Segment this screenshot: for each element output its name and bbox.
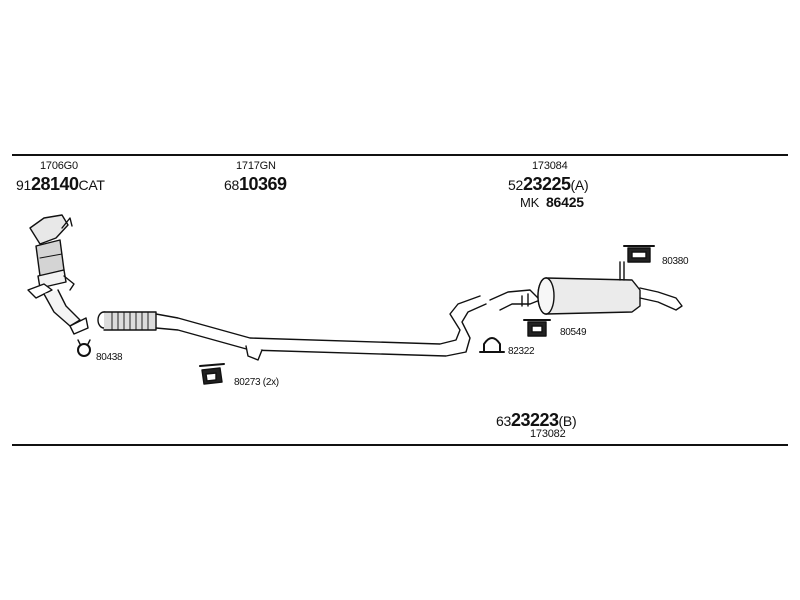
group-4-part-suffix: (B) <box>558 413 577 429</box>
group-4-part-number: 6323223(B) <box>496 410 577 430</box>
group-2-part-main: 10369 <box>238 174 287 194</box>
group-4-part-prefix: 63 <box>496 413 511 429</box>
group-3-part-suffix: (A) <box>570 177 589 193</box>
accessory-label-80549: 80549 <box>560 327 587 338</box>
rubber-hanger-80273-icon <box>199 363 225 385</box>
clamp-80438-icon <box>77 339 91 357</box>
front-pipe-drawing <box>97 295 487 361</box>
mounting-kit-number: 86425 <box>545 194 584 210</box>
group-3-part-number: 5223225(A) <box>508 174 589 194</box>
u-clamp-82322-icon <box>479 337 505 353</box>
catalytic-converter-drawing <box>27 214 89 335</box>
top-divider <box>12 154 788 156</box>
accessory-label-82322: 82322 <box>508 346 535 357</box>
group-3-part-prefix: 52 <box>508 177 523 193</box>
group-4-code: 173082 <box>530 428 566 440</box>
group-3-part-main: 23225 <box>522 174 571 194</box>
group-1-part-number: 9128140CAT <box>16 175 105 193</box>
accessory-label-80380: 80380 <box>662 256 689 267</box>
accessory-label-80438: 80438 <box>96 352 123 363</box>
rubber-hanger-80380-icon <box>623 245 655 263</box>
mounting-kit-label: MK <box>520 195 540 210</box>
group-4-part-main: 23223 <box>510 410 559 430</box>
rear-muffler-drawing <box>489 261 683 315</box>
group-2-code: 1717GN <box>236 160 276 172</box>
accessory-label-80273: 80273 (2x) <box>234 377 279 388</box>
group-2-part-prefix: 68 <box>224 177 239 193</box>
group-3-code: 173084 <box>532 160 568 172</box>
group-1-part-suffix: CAT <box>78 177 105 193</box>
group-3-mounting-kit: MK 86425 <box>520 195 584 209</box>
group-1-part-main: 28140 <box>30 174 79 194</box>
group-2-part-number: 6810369 <box>224 175 287 193</box>
bottom-divider <box>12 444 788 446</box>
rubber-hanger-80549-icon <box>523 319 551 337</box>
group-1-code: 1706G0 <box>40 160 78 172</box>
group-1-part-prefix: 91 <box>16 177 31 193</box>
